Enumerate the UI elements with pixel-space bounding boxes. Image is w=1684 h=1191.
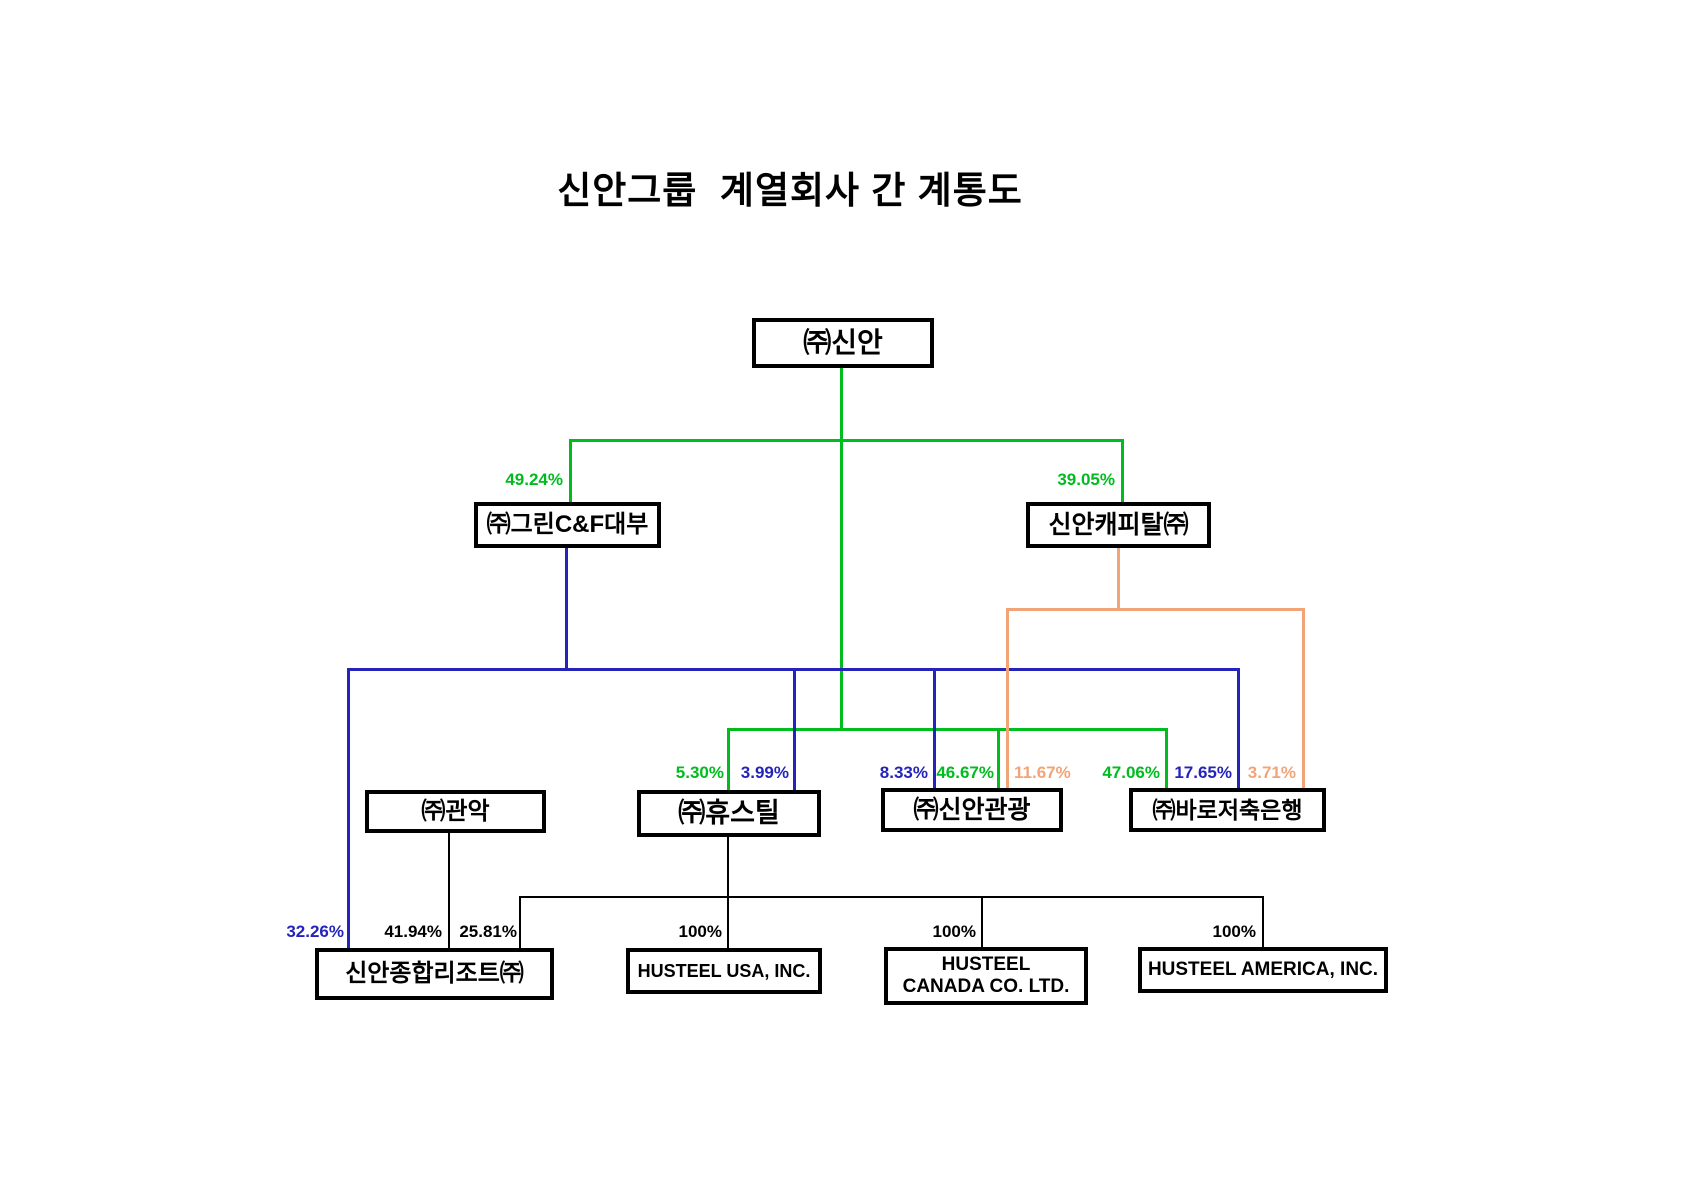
ownership-label: 100% <box>678 922 722 941</box>
company-box-husteel-canada: HUSTEEL CANADA CO. LTD. <box>884 947 1088 1005</box>
ownership-label: 46.67% <box>936 763 994 782</box>
ownership-label: 8.33% <box>879 763 928 782</box>
blue-line-segment <box>347 668 350 948</box>
ownership-label: 39.05% <box>1057 470 1115 489</box>
black-line-segment <box>519 896 521 948</box>
green-line-segment <box>1165 728 1168 788</box>
ownership-label: 32.26% <box>286 922 344 941</box>
diagram-title: 신안그룹 계열회사 간 계통도 <box>557 170 1023 211</box>
ownership-label: 11.67% <box>1014 763 1071 782</box>
ownership-label: 41.94% <box>384 922 442 941</box>
blue-line-segment <box>1237 668 1240 788</box>
orange-line-segment <box>1302 608 1305 788</box>
blue-line-segment <box>933 668 936 788</box>
black-line-segment <box>519 896 1264 898</box>
ownership-label: 47.06% <box>1102 763 1160 782</box>
green-line-segment <box>727 728 730 790</box>
black-line-segment <box>448 833 450 948</box>
company-box-husteel-america: HUSTEEL AMERICA, INC. <box>1138 947 1388 993</box>
green-line-segment <box>997 728 1000 788</box>
green-line-segment <box>727 728 1168 731</box>
green-line-segment <box>1121 439 1124 502</box>
ownership-label: 100% <box>932 922 976 941</box>
orange-line-segment <box>1006 608 1305 611</box>
blue-line-segment <box>793 668 796 790</box>
black-line-segment <box>1262 896 1264 947</box>
blue-line-segment <box>565 548 568 671</box>
company-box-husteel: ㈜휴스틸 <box>637 790 821 837</box>
green-line-segment <box>569 439 572 502</box>
orange-line-segment <box>1006 608 1009 788</box>
ownership-label: 17.65% <box>1174 763 1232 782</box>
ownership-label: 49.24% <box>505 470 563 489</box>
company-box-green-cf: ㈜그린C&F대부 <box>474 502 661 548</box>
ownership-label: 25.81% <box>459 922 517 941</box>
company-box-shinan-capital: 신안캐피탈㈜ <box>1026 502 1211 548</box>
company-box-gwanak: ㈜관악 <box>365 790 546 833</box>
green-line-segment <box>840 368 843 731</box>
company-box-shinan-tour: ㈜신안관광 <box>881 788 1063 832</box>
black-line-segment <box>727 837 729 948</box>
company-box-shinan: ㈜신안 <box>752 318 934 368</box>
orange-line-segment <box>1117 548 1120 611</box>
ownership-label: 5.30% <box>675 763 724 782</box>
company-box-baro-bank: ㈜바로저축은행 <box>1129 788 1326 832</box>
ownership-label: 3.71% <box>1247 763 1296 782</box>
ownership-label: 100% <box>1212 922 1256 941</box>
black-line-segment <box>981 896 983 947</box>
company-box-shinan-resort: 신안종합리조트㈜ <box>315 948 554 1000</box>
ownership-label: 3.99% <box>740 763 789 782</box>
green-line-segment <box>569 439 1124 442</box>
company-box-husteel-usa: HUSTEEL USA, INC. <box>626 948 822 994</box>
